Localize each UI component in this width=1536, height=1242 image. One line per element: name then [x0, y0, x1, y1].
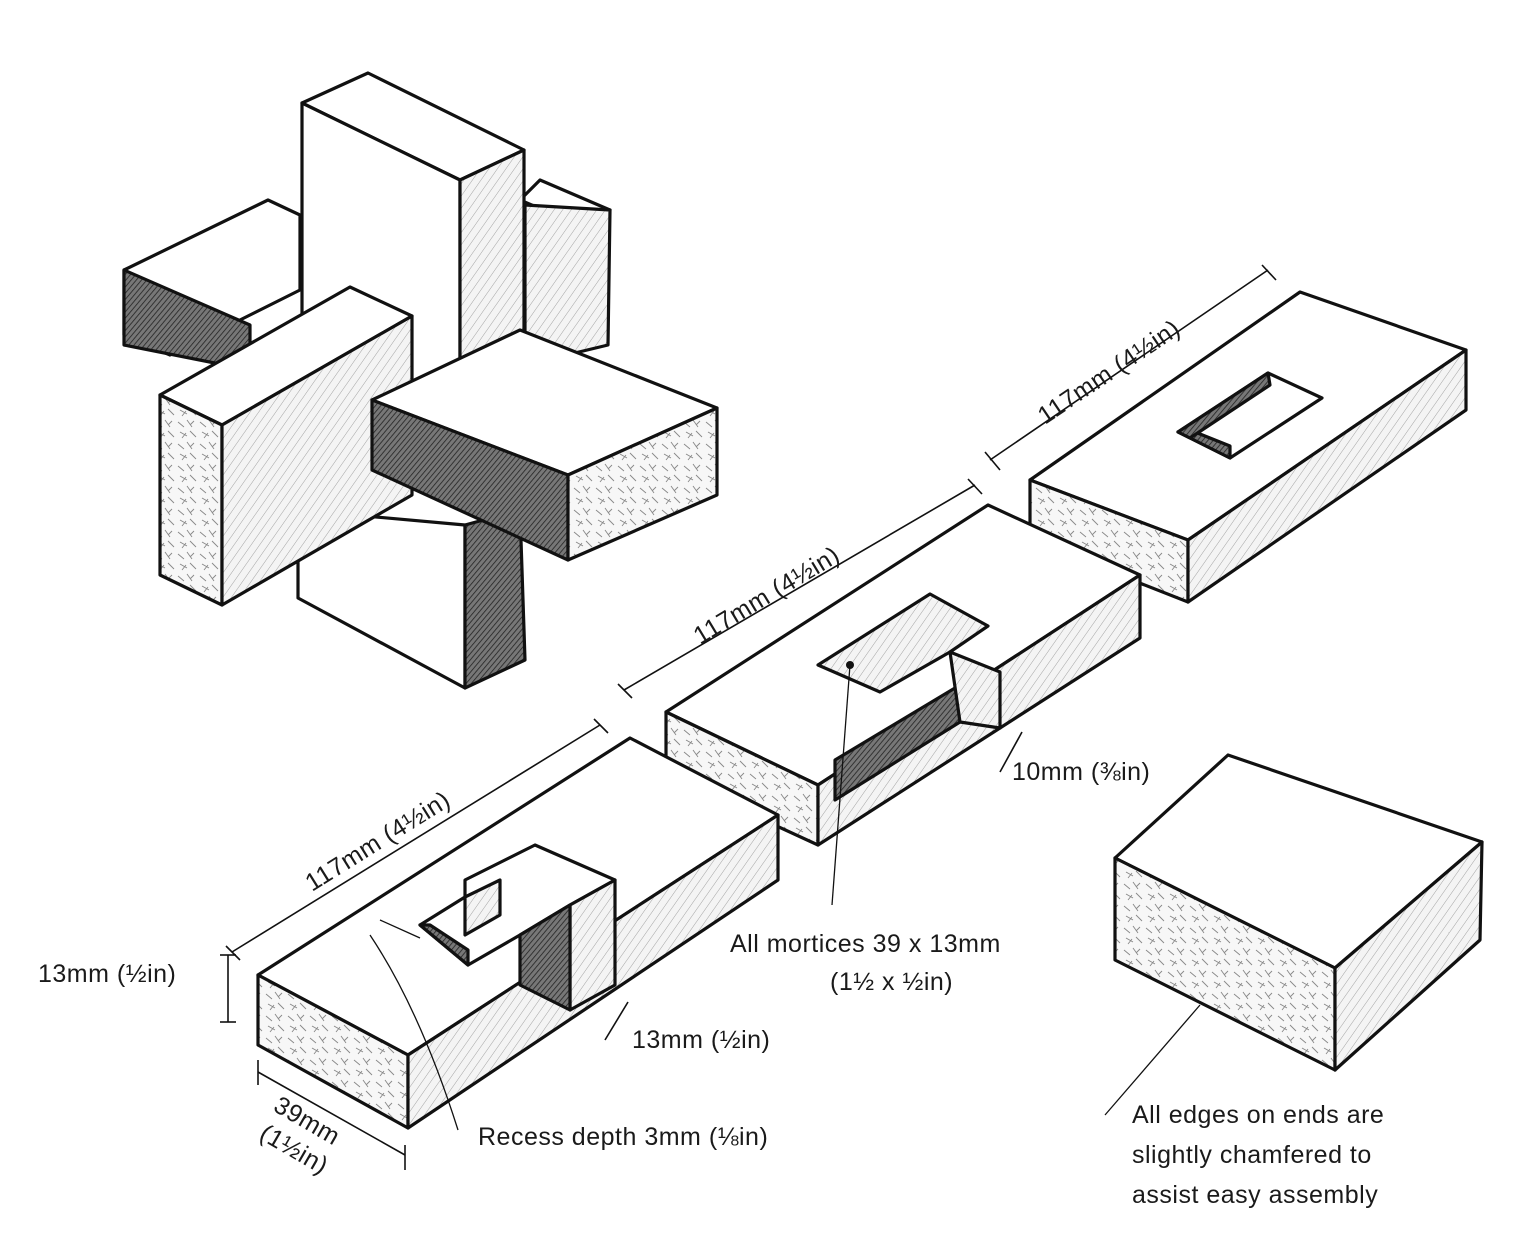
label-chamfer-1: All edges on ends are — [1132, 1101, 1384, 1129]
label-notch-13: 13mm (½in) — [632, 1026, 770, 1054]
piece-right — [1028, 290, 1468, 604]
piece-middle — [664, 503, 1142, 847]
label-thickness: 13mm (½in) — [38, 960, 176, 988]
label-chamfer-3: assist easy assembly — [1132, 1181, 1378, 1209]
label-chamfer-2: slightly chamfered to — [1132, 1141, 1372, 1169]
label-recess: Recess depth 3mm (⅛in) — [478, 1123, 768, 1151]
label-mortice-2: (1½ x ½in) — [830, 968, 953, 996]
label-notch-10: 10mm (⅜in) — [1012, 758, 1150, 786]
assembled-puzzle — [122, 71, 719, 690]
chamfer-detail-block — [1113, 753, 1484, 1072]
dimension-lines — [220, 264, 1277, 1170]
leader-lines — [369, 661, 1201, 1131]
label-mortice-1: All mortices 39 x 13mm — [730, 930, 1001, 958]
piece-front — [256, 736, 780, 1130]
